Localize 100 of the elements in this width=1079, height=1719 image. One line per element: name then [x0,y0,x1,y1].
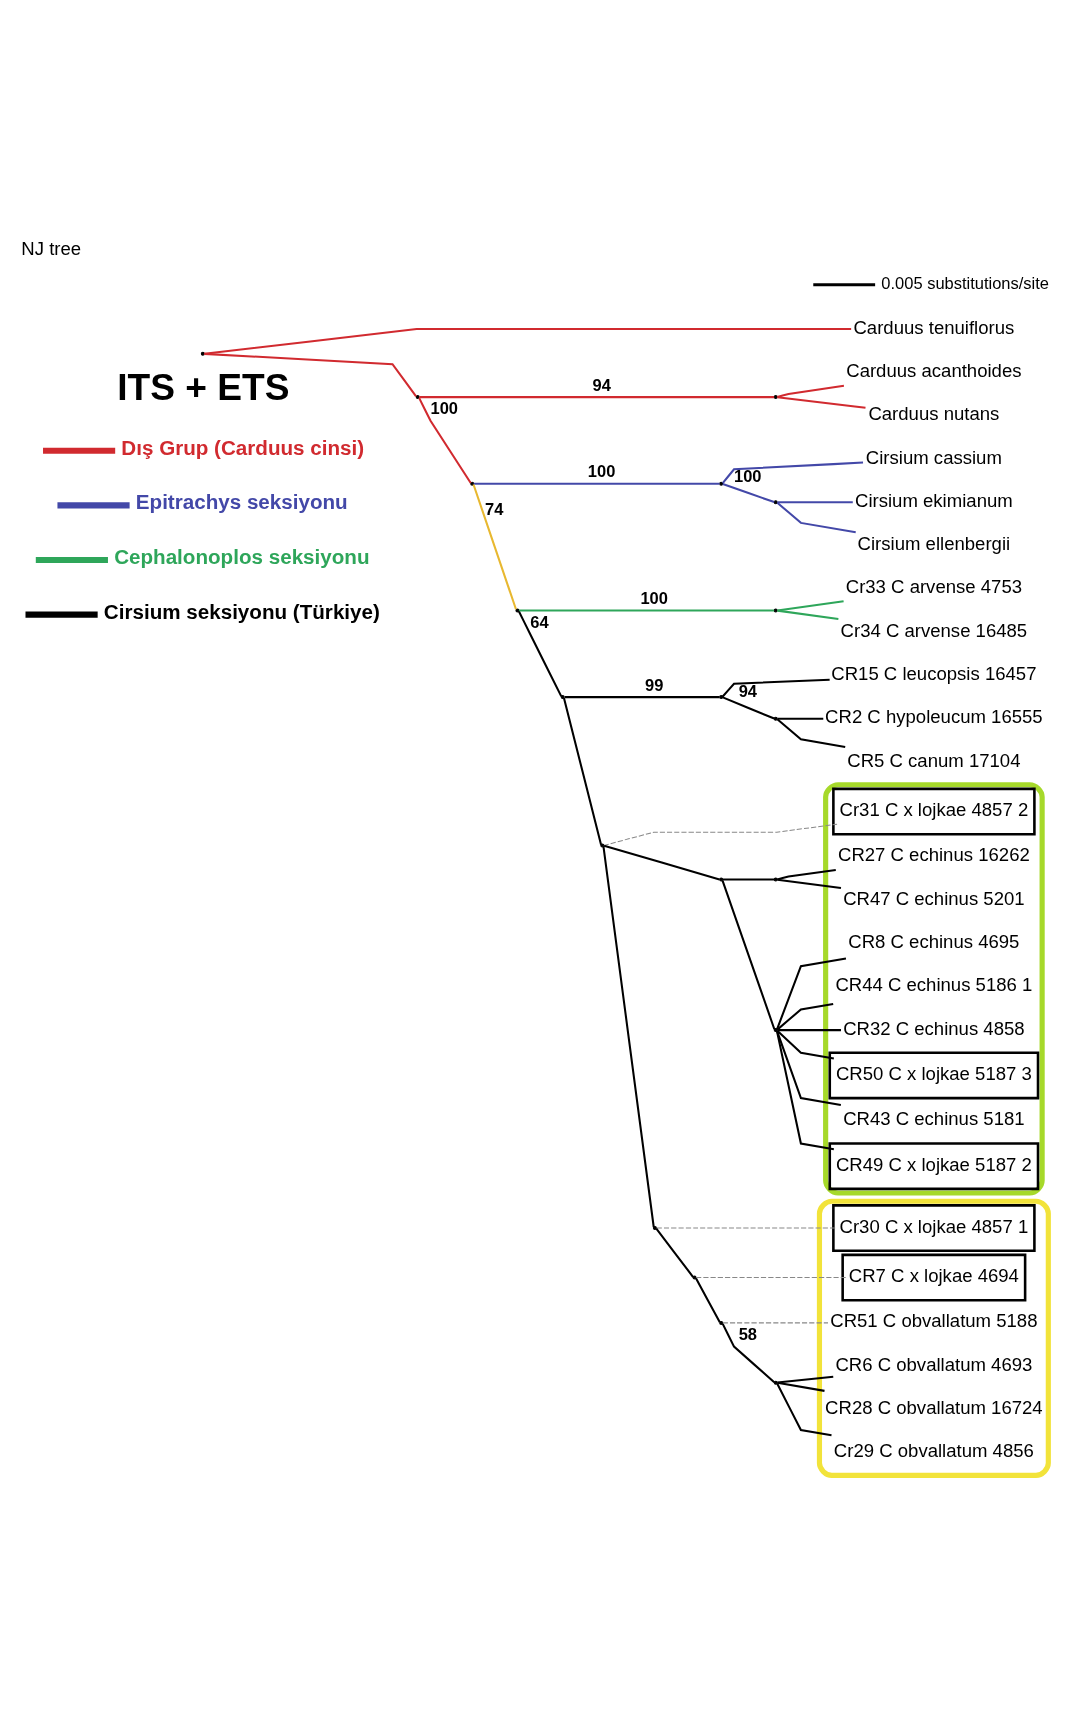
connector [776,500,853,503]
connector [203,352,417,397]
node-text: CR27 C echinus 16262 [837,843,1030,865]
cluster [822,781,1045,1196]
edge-label: 100 [639,588,668,607]
connector [721,461,863,484]
node-point [773,877,778,882]
connector [721,482,774,503]
connector [776,501,856,533]
node-text: CR8 C echinus 4695 [847,930,1019,952]
connector [776,1028,841,1031]
connector [775,1030,841,1106]
node-text: Cr31 C x lojkae 4857 2 [839,798,1028,820]
node-text: CR2 C hypoleucum 16555 [824,705,1043,727]
node-point [773,608,778,612]
node-point [415,394,420,399]
edge-label: 100 [587,461,615,480]
connector [721,695,775,719]
node-text: Carduus tenuiflorus [852,316,1014,338]
connector [695,1276,847,1278]
connector [418,395,774,398]
node-text: Cr30 C x lojkae 4857 1 [839,1215,1028,1237]
node-text: Carduus acanthoides [845,359,1022,381]
node-point [773,716,778,721]
node-text: CR44 C echinus 5186 1 [834,973,1032,995]
legend-label: Cirsium seksiyonu (Türkiye) [103,599,380,623]
node-text: CR43 C echinus 5181 [842,1107,1025,1129]
connector [776,609,839,620]
connector [776,1002,833,1030]
connector [776,1029,834,1059]
cluster [840,1253,1026,1301]
node-text: Cirsium cassium [865,446,1002,468]
connector [721,1321,828,1323]
node-point [718,877,723,882]
connector [417,397,472,484]
node-point [773,1027,778,1032]
legend-label: Dış Grup (Carduus cinsi) [120,435,364,459]
connector [601,846,655,1227]
node-point [200,351,205,356]
connector [603,844,720,880]
connector [562,697,602,845]
label: ITS + ETS [116,365,289,408]
node-text: CR28 C obvallatum 16724 [824,1396,1043,1418]
connector [721,1322,775,1383]
node-text: Cr33 C arvense 4753 [845,575,1022,597]
connector [776,599,844,611]
node-text: CR49 C x lojkae 5187 2 [835,1153,1032,1175]
node-text: Cr29 C obvallatum 4856 [833,1439,1034,1461]
connector [203,327,851,355]
node-text: CR47 C echinus 5201 [842,887,1025,909]
connector [776,868,836,880]
node-text: CR50 C x lojkae 5187 3 [835,1062,1032,1084]
node-point [718,1320,723,1325]
node-text: Cirsium ellenbergii [857,532,1010,554]
node-point [773,394,778,399]
cluster [828,1051,1039,1099]
node-point [469,481,474,486]
cluster [816,1198,1051,1478]
connector [518,609,774,612]
connector [602,823,838,846]
legend-label: Epitrachys seksiyonu [135,489,348,513]
edge-label: 74 [484,499,503,518]
edge-label: 99 [644,675,663,694]
label: 0.005 substitutions/site [880,273,1049,292]
node-point [599,843,604,848]
connector [472,483,517,610]
connector [473,482,720,485]
connector [655,1227,694,1278]
edge-label: 100 [733,466,762,485]
connector [564,695,720,698]
node-point [718,694,723,699]
connector [721,678,830,697]
node-point [652,1225,657,1230]
connector [776,395,866,409]
cluster [828,1141,1039,1190]
connector [776,717,823,720]
legend-label: Cephalonoplos seksiyonu [113,544,370,568]
node-point [560,694,565,699]
edge-label: 58 [738,1324,757,1343]
node-text: Cirsium ekimianum [854,489,1013,511]
connector [517,610,562,697]
diagram-title: NJ tree [20,237,81,259]
node-text: CR6 C obvallatum 4693 [834,1353,1032,1375]
connector [776,384,844,398]
node-text: CR32 C echinus 4858 [842,1017,1025,1039]
cluster [831,787,1036,835]
node-text: Carduus nutans [867,402,999,424]
edge-label: 100 [430,398,458,417]
connector [721,879,775,1030]
connector [776,878,841,889]
connector [694,1277,721,1323]
edge-label: 94 [592,375,611,394]
connector [776,718,845,748]
connector [776,1375,833,1384]
connector [722,878,774,881]
cluster [831,1203,1036,1252]
node-text: CR5 C canum 17104 [846,749,1020,771]
node-point [692,1275,696,1279]
edge-label: 94 [738,681,757,700]
connector [655,1227,838,1229]
